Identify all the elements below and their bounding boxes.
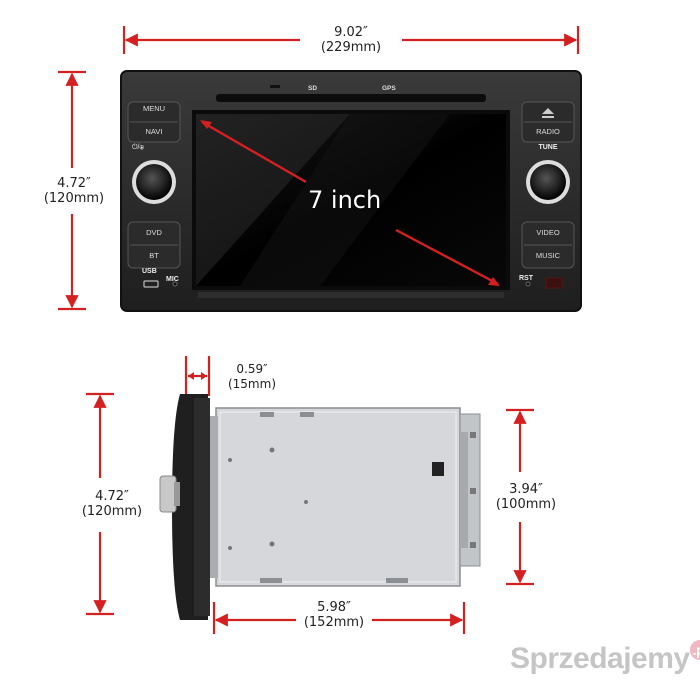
gps-label: GPS [382, 85, 396, 92]
sd-label: SD [308, 85, 318, 92]
mic-label: MIC [166, 276, 179, 283]
ir-sensor [545, 277, 563, 289]
chassis-height-inches: 3.94″ [509, 482, 543, 497]
usb-port [143, 280, 159, 288]
front-depth-label: 0.59″ (15mm) [220, 362, 284, 392]
chassis-depth-dimension-line [212, 602, 466, 634]
power-volume-label: ⏻/⦿ [132, 144, 145, 151]
navi-label: NAVI [145, 127, 163, 136]
rst-hole [525, 281, 531, 287]
menu-button[interactable]: MENU [128, 104, 180, 113]
front-depth-mm: (15mm) [227, 377, 276, 391]
height-dimension-line-side [86, 392, 114, 616]
eject-icon [542, 108, 554, 118]
width-dimension-line [122, 26, 580, 54]
chassis-slot [432, 462, 444, 476]
dvd-button[interactable]: DVD [128, 228, 180, 237]
watermark-text: Sprzedajemy [510, 642, 690, 675]
music-button[interactable]: MUSIC [522, 251, 574, 260]
video-label: VIDEO [536, 228, 560, 237]
height-dimension-label-top: 4.72″ (120mm) [24, 176, 124, 206]
navi-button[interactable]: NAVI [128, 127, 180, 136]
radio-label: RADIO [536, 127, 560, 136]
head-unit-front [120, 70, 582, 312]
watermark-tld: .pl [689, 640, 700, 660]
dvd-label: DVD [146, 228, 162, 237]
side-height-inches: 4.72″ [95, 489, 129, 504]
chassis-depth-label: 5.98″ (152mm) [298, 600, 370, 630]
height-dimension-line-top [58, 70, 86, 311]
side-knob [159, 475, 177, 513]
chassis-height-mm: (100mm) [495, 497, 557, 512]
height-inches: 4.72″ [57, 176, 91, 191]
front-depth-inches: 0.59″ [236, 362, 268, 376]
disc-slot [216, 94, 486, 102]
screen-diagonal-arrow-1 [201, 120, 307, 184]
height-mm: (120mm) [43, 191, 105, 206]
music-label: MUSIC [535, 251, 561, 260]
tune-knob [530, 164, 566, 200]
usb-label: USB [142, 268, 157, 275]
watermark: Sprzedajemy.pl [510, 640, 700, 676]
screen-size-label: 7 inch [308, 186, 382, 214]
power-volume-knob [136, 164, 172, 200]
radio-button[interactable]: RADIO [522, 127, 574, 136]
height-dimension-label-side: 4.72″ (120mm) [62, 489, 162, 519]
side-height-mm: (120mm) [81, 504, 143, 519]
width-inches: 9.02″ [334, 25, 368, 40]
tune-label: TUNE [538, 144, 558, 151]
width-mm: (229mm) [320, 40, 382, 55]
bt-button[interactable]: BT [128, 251, 180, 260]
chassis-height-label: 3.94″ (100mm) [490, 482, 562, 512]
video-button[interactable]: VIDEO [522, 228, 574, 237]
chassis-height-dimension-line [506, 408, 534, 586]
chassis-depth-mm: (152mm) [303, 615, 365, 630]
metal-chassis [215, 407, 461, 587]
rst-label: RST [519, 275, 533, 282]
screen-diagonal-arrow-2 [395, 228, 499, 286]
chassis-depth-inches: 5.98″ [317, 600, 351, 615]
width-dimension-label: 9.02″ (229mm) [305, 25, 397, 55]
front-depth-dimension-line [184, 356, 211, 396]
mic-hole [172, 281, 178, 287]
menu-label: MENU [142, 104, 166, 113]
head-unit-side [159, 394, 481, 620]
bt-label: BT [149, 251, 159, 260]
